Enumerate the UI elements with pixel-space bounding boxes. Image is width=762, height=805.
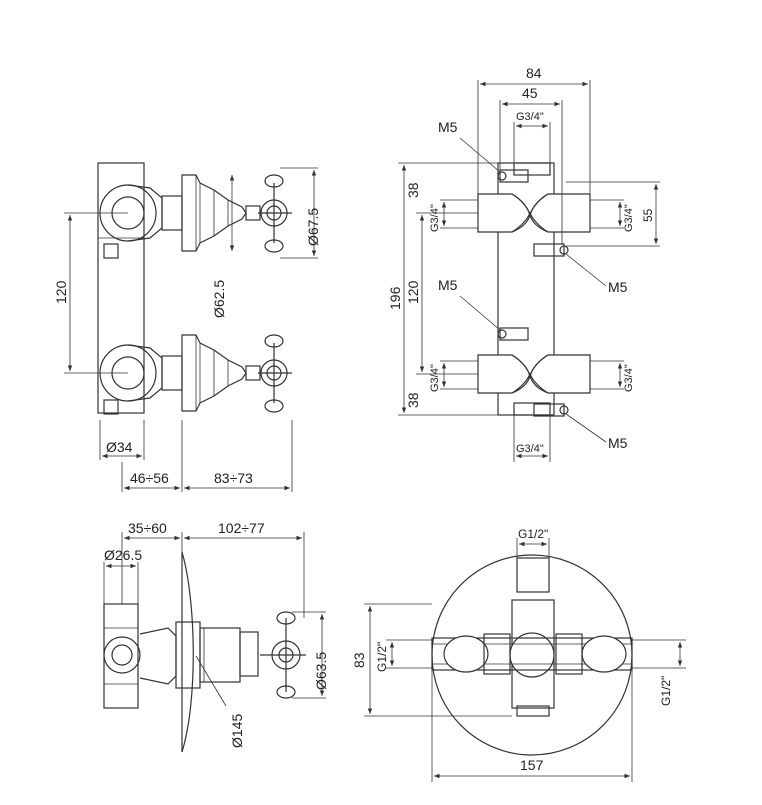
dim-back-84: 84 [526,65,542,81]
dim-plate-157: 157 [520,757,544,773]
label-m5-bottom-right: M5 [608,435,628,451]
dim-side-102-77: 102÷77 [218,520,265,536]
dim-plate-thread-left: G1/2" [375,642,389,672]
dim-side-35-60: 35÷60 [128,520,167,536]
cross-handle-icon [258,174,292,253]
dim-front-120: 120 [53,280,69,304]
dim-plate-thread-top: G1/2" [518,527,548,541]
dim-front-83-73: 83÷73 [214,470,253,486]
label-m5-top-right: M5 [608,279,628,295]
dim-back-thread-bottom: G3/4" [516,443,544,455]
dim-back-thread-left-bottom: G3/4" [429,364,441,392]
dim-plate-83: 83 [351,652,367,668]
dim-back-55: 55 [641,208,655,222]
dim-front-dia-62-5: Ø62.5 [211,280,227,318]
dim-back-196: 196 [387,286,403,310]
side-view: 35÷60 102÷77 Ø26.5 Ø63.5 Ø145 [103,520,329,753]
dim-front-dia-34: Ø34 [106,439,133,455]
dim-back-38-top: 38 [405,182,421,198]
cross-handle-icon [260,611,306,699]
dim-back-120: 120 [405,280,421,304]
dim-side-dia-145: Ø145 [229,714,245,748]
dim-side-dia-26-5: Ø26.5 [104,547,142,563]
label-m5-top-left: M5 [438,119,458,135]
dim-back-thread-left-top: G3/4" [429,204,441,232]
dim-back-thread-right-bottom: G3/4" [623,364,635,392]
cross-handle-icon [258,334,292,413]
front-view: 120 Ø62.5 Ø67.5 Ø34 46÷56 83÷73 [53,162,321,492]
dim-back-38-bottom: 38 [405,392,421,408]
dim-side-dia-63-5: Ø63.5 [313,652,329,690]
dim-plate-thread-right: G1/2" [659,676,673,706]
dim-back-thread-right-top: G3/4" [623,204,635,232]
plate-view: G1/2" 83 G1/2" G1/2" 157 [351,527,686,782]
dim-back-45: 45 [522,85,538,101]
dim-front-46-56: 46÷56 [130,470,169,486]
dim-back-thread-top: G3/4" [516,111,544,123]
back-view: 84 45 G3/4" M5 M5 M5 M5 196 120 38 38 [387,65,660,462]
dim-front-dia-67-5: Ø67.5 [305,208,321,246]
label-m5-mid-left: M5 [438,277,458,293]
